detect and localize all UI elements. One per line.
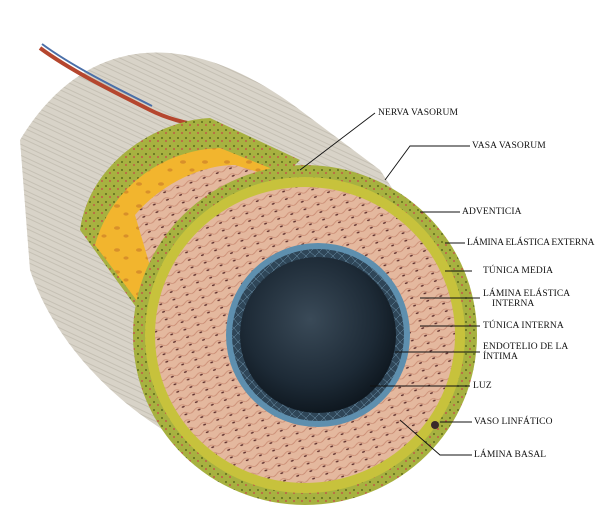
label-luz: LUZ bbox=[473, 381, 492, 391]
label-lamina-elastica-interna-1: LÁMINA ELÁSTICA bbox=[483, 289, 570, 299]
lymph-vessel bbox=[431, 421, 439, 429]
label-tunica-media: TÚNICA MEDIA bbox=[483, 266, 553, 276]
label-endotelio-2: ÍNTIMA bbox=[483, 352, 518, 362]
label-tunica-interna: TÚNICA INTERNA bbox=[483, 321, 564, 331]
label-vasa-vasorum: VASA VASORUM bbox=[472, 141, 546, 151]
lumen bbox=[240, 257, 396, 413]
label-lamina-elastica-interna-2: INTERNA bbox=[492, 299, 534, 309]
label-lamina-basal: LÁMINA BASAL bbox=[474, 450, 546, 460]
label-adventicia: ADVENTICIA bbox=[462, 207, 522, 217]
label-nerva-vasorum: NERVA VASORUM bbox=[378, 108, 458, 118]
label-lamina-elastica-externa: LÁMINA ELÁSTICA EXTERNA bbox=[467, 238, 594, 248]
label-endotelio-1: ENDOTELIO DE LA bbox=[483, 342, 568, 352]
label-vaso-linfatico: VASO LINFÁTICO bbox=[474, 417, 553, 427]
